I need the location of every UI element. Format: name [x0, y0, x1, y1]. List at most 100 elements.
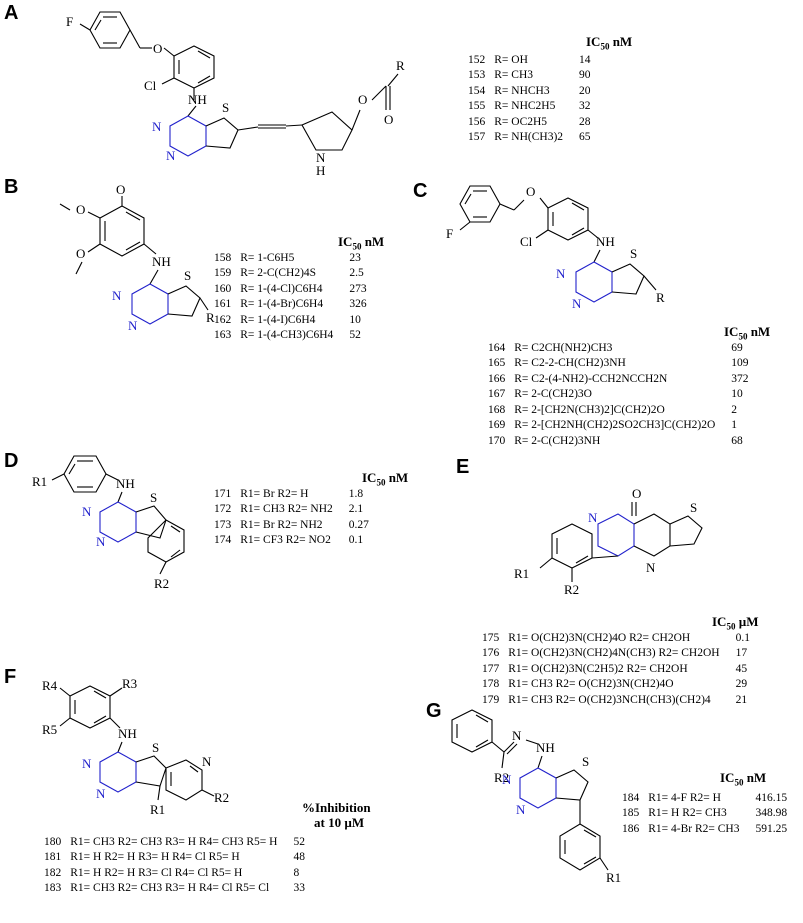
compound-id: 161 [214, 298, 232, 311]
substituent: R1= Br R2= NH2 [240, 518, 323, 531]
compound-id: 157 [468, 131, 486, 144]
atom-b-r: R [206, 310, 215, 325]
substituent: R1= CH3 R2= NH2 [240, 503, 333, 516]
atom-c-s: S [630, 246, 637, 261]
substituent: R= 1-(4-Br)C6H4 [240, 298, 324, 311]
atom-d-nh: NH [116, 476, 135, 491]
atom-f: F [66, 14, 73, 29]
compound-id: 181 [44, 851, 62, 864]
panel-f-header-1: %Inhibition [302, 800, 371, 815]
substituent: R1= H R2= CH3 [648, 807, 727, 820]
compound-id: 182 [44, 866, 62, 879]
atom-c-nh: NH [596, 234, 615, 249]
compound-id: 171 [214, 487, 232, 500]
activity-value: 1 [731, 419, 738, 432]
compound-id: 179 [482, 693, 500, 706]
compound-id: 155 [468, 100, 486, 113]
atom-b-s: S [184, 268, 191, 283]
panel-f-structure: R4 R3 R5 NH N N S N R2 R1 [42, 676, 229, 817]
atom-c-n1: N [556, 266, 566, 281]
activity-value: 10 [349, 313, 361, 326]
atom-e-n2: N [646, 560, 656, 575]
atom-carb-o: O [384, 112, 393, 127]
compound-id: 173 [214, 518, 232, 531]
atom-cl: Cl [144, 78, 157, 93]
atom-g-n1: N [512, 728, 522, 743]
atom-e-n1: N [588, 510, 598, 525]
substituent: R= C2-(4-NH2)-CCH2NCCH2N [514, 372, 668, 385]
atom-c-cl: Cl [520, 234, 533, 249]
compound-id: 162 [214, 313, 232, 326]
atom-b-o3: O [76, 246, 85, 261]
atom-c-o: O [526, 184, 535, 199]
atom-b-n2: N [128, 318, 138, 333]
compound-id: 158 [214, 251, 232, 264]
activity-value: 17 [735, 647, 748, 660]
atom-c-r: R [656, 290, 665, 305]
compound-id: 156 [468, 115, 486, 128]
activity-value: 52 [293, 835, 305, 848]
activity-value: 23 [349, 251, 361, 264]
atom-b-o2: O [76, 202, 85, 217]
compound-id: 169 [488, 419, 506, 432]
panel-e-label: E [456, 456, 470, 478]
compound-id: 172 [214, 503, 232, 516]
substituent: R= 1-(4-I)C6H4 [240, 313, 316, 326]
compound-id: 177 [482, 662, 500, 675]
compound-id: 164 [488, 341, 506, 354]
activity-value: 326 [349, 298, 367, 311]
activity-value: 2 [731, 403, 738, 416]
substituent: R1= O(CH2)3N(C2H5)2 R2= CH2OH [508, 662, 688, 675]
panel-b-header: IC50 nM [338, 234, 385, 252]
substituent: R1= O(CH2)3N(CH2)4O R2= CH2OH [508, 631, 691, 644]
substituent: R1= CH3 R2= O(CH2)3N(CH2)4O [508, 678, 674, 691]
panel-d-structure: R1 NH N N S R2 [32, 455, 185, 591]
substituent: R1= CH3 R2= CH3 R3= H R4= CH3 R5= H [70, 835, 278, 848]
activity-value: 20 [579, 84, 591, 97]
substituent: R1= 4-Br R2= CH3 [648, 822, 740, 835]
activity-value: 416.15 [755, 791, 788, 804]
activity-value: 90 [579, 69, 591, 82]
compound-id: 174 [214, 534, 232, 547]
activity-value: 1.8 [348, 487, 364, 500]
activity-value: 0.1 [735, 631, 750, 644]
compound-id: 167 [488, 388, 506, 401]
table-row: 161 R= 1-(4-Br)C6H4 326 [214, 297, 367, 313]
atom-e-o: O [632, 486, 641, 501]
compound-id: 178 [482, 678, 500, 691]
activity-value: 69 [731, 341, 743, 354]
atom-d-r2: R2 [154, 576, 169, 591]
atom-f-r3: R3 [122, 676, 137, 691]
atom-pyr-h: H [316, 163, 325, 178]
atom-nh: NH [188, 92, 207, 107]
atom-pyr-n: N [316, 150, 326, 165]
compound-id: 183 [44, 882, 62, 895]
activity-value: 109 [731, 357, 749, 370]
activity-value: 372 [731, 372, 749, 385]
compound-id: 180 [44, 835, 62, 848]
activity-value: 0.1 [348, 534, 364, 547]
substituent: R= 1-(4-CH3)C6H4 [240, 329, 334, 342]
atom-c-f: F [446, 226, 453, 241]
substituent: R1= CH3 R2= CH3 R3= H R4= Cl R5= Cl [70, 882, 270, 895]
atom-d-r1: R1 [32, 474, 47, 489]
activity-value: 0.27 [348, 518, 369, 531]
table-row: 162 R= 1-(4-I)C6H4 10 [214, 312, 367, 328]
compound-id: 184 [622, 791, 640, 804]
atom-c-n2: N [572, 296, 582, 311]
substituent: R1= 4-F R2= H [648, 791, 721, 804]
substituent: R1= H R2= H R3= Cl R4= Cl R5= H [70, 866, 243, 879]
